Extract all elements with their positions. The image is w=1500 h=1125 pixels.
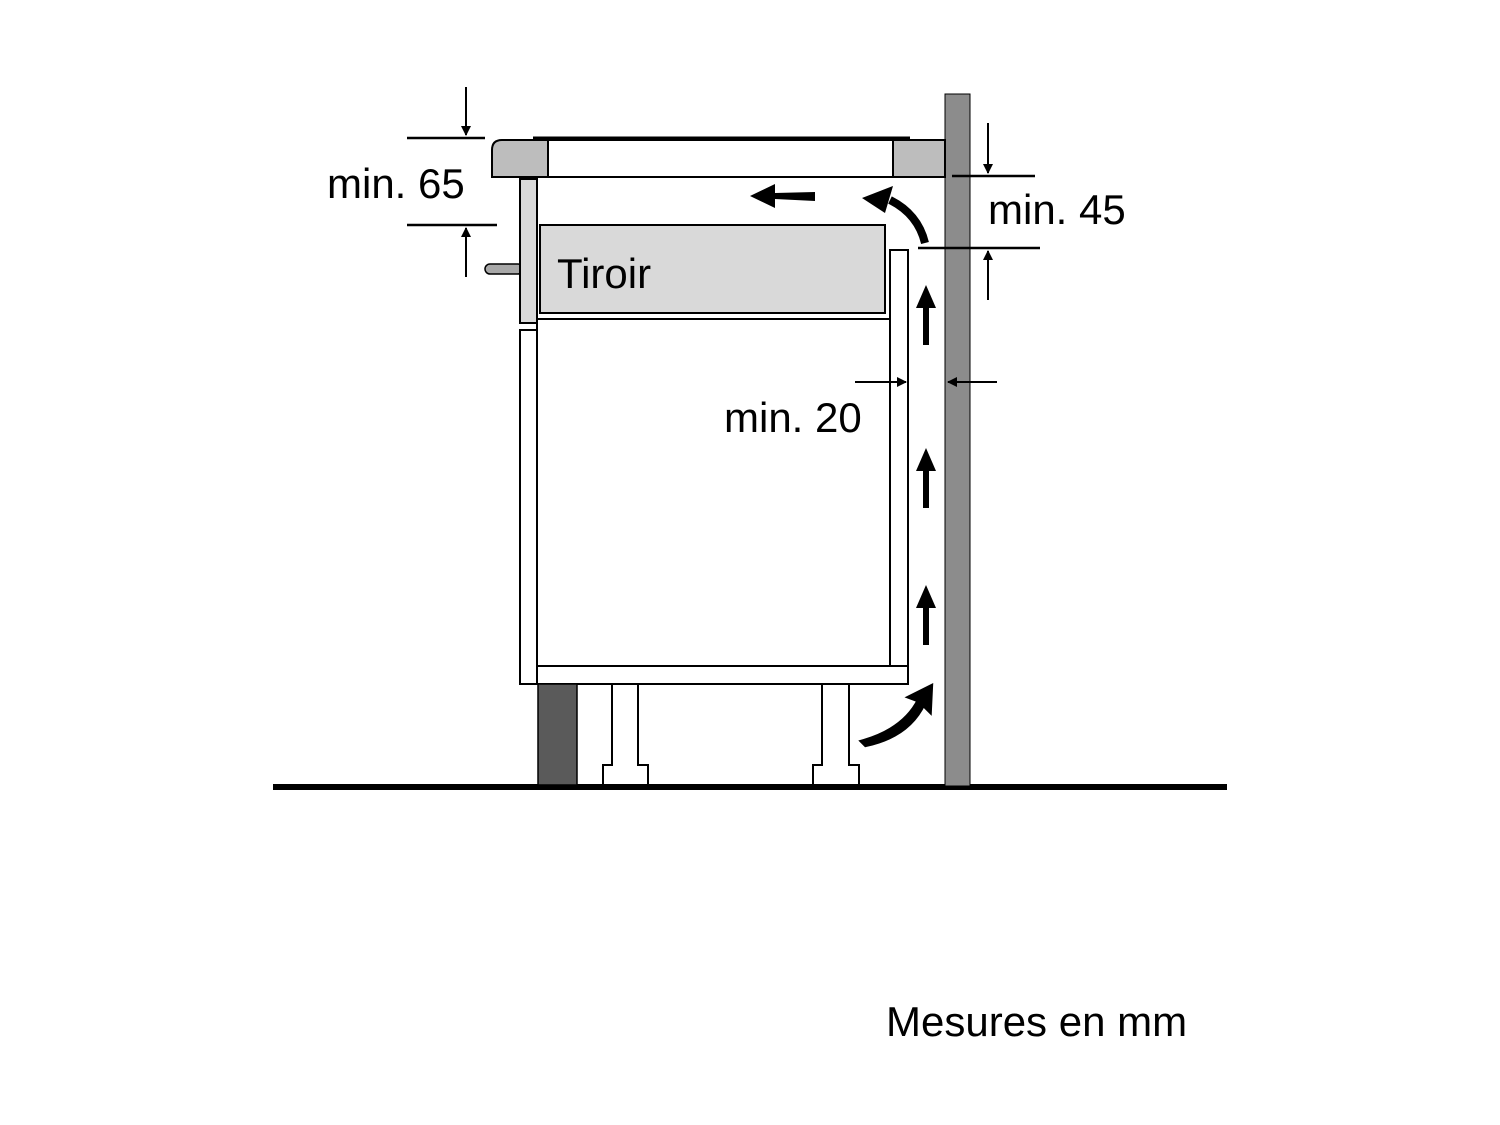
dimension-min-20: min. 20 bbox=[724, 377, 997, 441]
drawer bbox=[539, 224, 886, 314]
drawer-label: Tiroir bbox=[557, 250, 651, 297]
airflow-arrow-left bbox=[750, 184, 815, 208]
airflow-arrows bbox=[750, 184, 936, 748]
worktop-front bbox=[491, 139, 549, 178]
airflow-arrow-up bbox=[858, 683, 934, 748]
dimension-label: min. 65 bbox=[327, 160, 465, 207]
cabinet-front-panel bbox=[519, 329, 538, 685]
airflow-arrow-up bbox=[916, 448, 936, 508]
drawer-front-panel bbox=[519, 178, 538, 324]
airflow-arrow-head bbox=[862, 186, 893, 213]
airflow-arrow-up bbox=[916, 585, 936, 645]
airflow-arrow-up bbox=[916, 285, 936, 345]
drawer-handle bbox=[484, 263, 524, 275]
dimension-min-65: min. 65 bbox=[327, 87, 497, 277]
cabinet-leg bbox=[602, 683, 649, 786]
plinth bbox=[537, 683, 578, 786]
dimension-label: min. 45 bbox=[988, 186, 1126, 233]
units-note: Mesures en mm bbox=[886, 998, 1187, 1045]
floor-line bbox=[273, 784, 1227, 790]
cabinet-body bbox=[536, 318, 891, 668]
worktop-back bbox=[892, 139, 946, 178]
hob bbox=[547, 139, 894, 178]
dimension-label: min. 20 bbox=[724, 394, 862, 441]
cabinet-leg bbox=[812, 683, 860, 786]
cabinet-base bbox=[536, 665, 909, 685]
dimension-min-45: min. 45 bbox=[918, 123, 1126, 300]
airflow-arrow-curved-top bbox=[888, 196, 929, 245]
wall bbox=[944, 93, 971, 787]
cabinet-back-panel bbox=[889, 249, 909, 668]
